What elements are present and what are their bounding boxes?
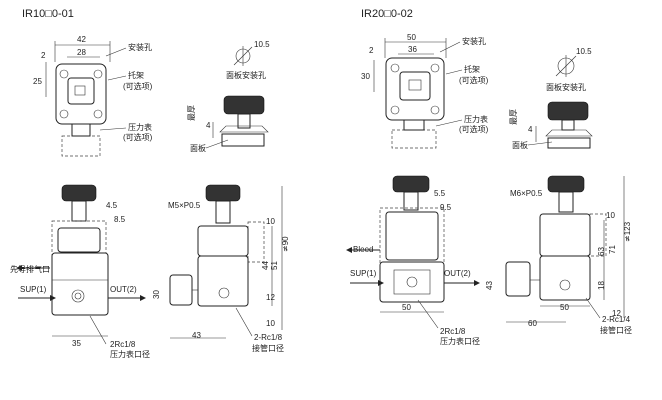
ir20-dim-71: 71	[608, 245, 617, 254]
ir10-dim-35: 35	[72, 339, 81, 348]
ir10-dim-10a: 10	[266, 217, 275, 226]
ir20-dim-m6: M6×P0.5	[510, 189, 543, 198]
ir10-label-rc-gauge: 2Rc1/8	[110, 340, 136, 349]
ir10-dim-25: 25	[33, 77, 42, 86]
ir20-label-panel-hole: 面板安装孔	[546, 82, 586, 92]
ir10-label-gauge: 压力表	[128, 122, 152, 132]
ir20-side-view: M6×P0.5 43 10 63 71 ≄123 18 12 50 60 2-R…	[485, 175, 632, 335]
ir20-label-out: OUT(2)	[444, 269, 471, 278]
ir20-dim-10: 10	[606, 211, 615, 220]
ir20-dim-50: 50	[407, 33, 416, 42]
ir10-front-view: 4.5 8.5 先导排气口 SUP(1) OUT(2) 35 2Rc1/8 压力…	[10, 184, 150, 359]
ir20-panel-view: 10.5 面板安装孔 最厚 4 面板	[509, 47, 593, 150]
ir10-dim-phi10-5: 10.5	[254, 40, 270, 49]
ir20-label-rc-gauge-cn: 压力表口径	[440, 336, 480, 346]
ir10-dim-12: 12	[266, 293, 275, 302]
ir10-dim-51: 51	[270, 261, 279, 270]
ir20-dim-18: 18	[597, 281, 606, 290]
ir10-panel-view: 10.5 面板安装孔 最厚 4 面板	[187, 40, 270, 153]
ir20-dim-12: 12	[612, 309, 621, 318]
ir10-side-view: M5×P0.5 30 10 44 51 ≄90 12 10 43 2-Rc1/8…	[152, 184, 290, 353]
ir10-dim-10b: 10	[266, 319, 275, 328]
ir20-title: IR20□0-02	[361, 8, 413, 20]
ir20-dim-phi10-5: 10.5	[576, 47, 592, 56]
ir20-label-rc-pipe: 2-Rc1/4	[602, 315, 631, 324]
ir10-top-view: 42 28 2 25 安装孔 托架 (可选项) 压力表 (可选项)	[33, 35, 153, 157]
ir20-label-rc-gauge: 2Rc1/8	[440, 327, 466, 336]
ir20-top-view: 50 36 2 30 安装孔 托架 (可选项) 压力表 (可选项)	[361, 33, 489, 149]
ir10-label-exhaust: 先导排气口	[10, 264, 50, 274]
ir20-dim-2: 2	[369, 46, 374, 55]
ir10-title: IR10□0-01	[22, 8, 74, 20]
ir10-label-gauge-opt: (可选项)	[123, 132, 153, 142]
ir20-dim-63: 63	[597, 247, 606, 256]
ir10-label-out: OUT(2)	[110, 285, 137, 294]
ir20-label-mount-hole: 安装孔	[462, 36, 486, 46]
ir20-label-bracket: 托架	[464, 64, 480, 74]
ir10-dim-42: 42	[77, 35, 86, 44]
ir20-dim-30: 30	[361, 72, 370, 81]
ir20-dim-phi43: 43	[485, 281, 494, 290]
ir10-dim-44: 44	[261, 261, 270, 270]
ir10-label-bracket-opt: (可选项)	[123, 81, 153, 91]
ir10-dim-m5: M5×P0.5	[168, 201, 201, 210]
ir20-label-bracket-opt: (可选项)	[459, 75, 489, 85]
ir20-dim-50c: 50	[560, 303, 569, 312]
ir20-dim-9-5: 9.5	[440, 203, 452, 212]
ir10-dim-4-5: 4.5	[106, 201, 118, 210]
ir20-front-view: 5.5 9.5 Bleed SUP(1) OUT(2) 50 2Rc1/8 压力…	[346, 175, 480, 346]
ir10-label-bracket: 托架	[128, 70, 144, 80]
ir10-dim-t4: 4	[206, 121, 211, 130]
ir10-dim-8-5: 8.5	[114, 215, 126, 224]
ir10-label-mount-hole: 安装孔	[128, 42, 152, 52]
ir10-label-rc-pipe-cn: 接管口径	[252, 343, 284, 353]
ir10-label-panel-hole: 面板安装孔	[226, 70, 266, 80]
ir10-label-rc-gauge-cn: 压力表口径	[110, 349, 150, 359]
ir10-dim-phi30: 30	[152, 290, 161, 299]
ir20-dim-t4: 4	[528, 125, 533, 134]
ir10-label-panel: 面板	[190, 143, 206, 153]
ir10-label-rc-pipe: 2-Rc1/8	[254, 333, 283, 342]
ir10-label-max-thickness: 最厚	[187, 105, 196, 121]
ir10-dim-28: 28	[77, 48, 86, 57]
ir20-label-gauge-opt: (可选项)	[459, 124, 489, 134]
ir20-label-sup: SUP(1)	[350, 269, 377, 278]
ir20-group: IR20□0-02 50 36 2 30 安装孔 托架 (可选项)	[346, 8, 632, 346]
ir10-dim-90: ≄90	[281, 236, 290, 252]
ir20-dim-50b: 50	[402, 303, 411, 312]
ir20-label-panel: 面板	[512, 140, 528, 150]
ir10-dim-43: 43	[192, 331, 201, 340]
ir10-label-sup: SUP(1)	[20, 285, 47, 294]
ir20-dim-36: 36	[408, 45, 417, 54]
ir20-dim-123: ≄123	[623, 221, 632, 242]
ir10-group: IR10□0-01 42 28 2 25 安装孔 托架 (可选项)	[10, 8, 290, 359]
ir20-label-max-thickness: 最厚	[509, 109, 518, 125]
ir20-dim-60: 60	[528, 319, 537, 328]
ir20-dim-5-5: 5.5	[434, 189, 446, 198]
ir20-label-rc-pipe-cn: 接管口径	[600, 325, 632, 335]
ir10-dim-2: 2	[41, 51, 46, 60]
ir20-label-gauge: 压力表	[464, 114, 488, 124]
